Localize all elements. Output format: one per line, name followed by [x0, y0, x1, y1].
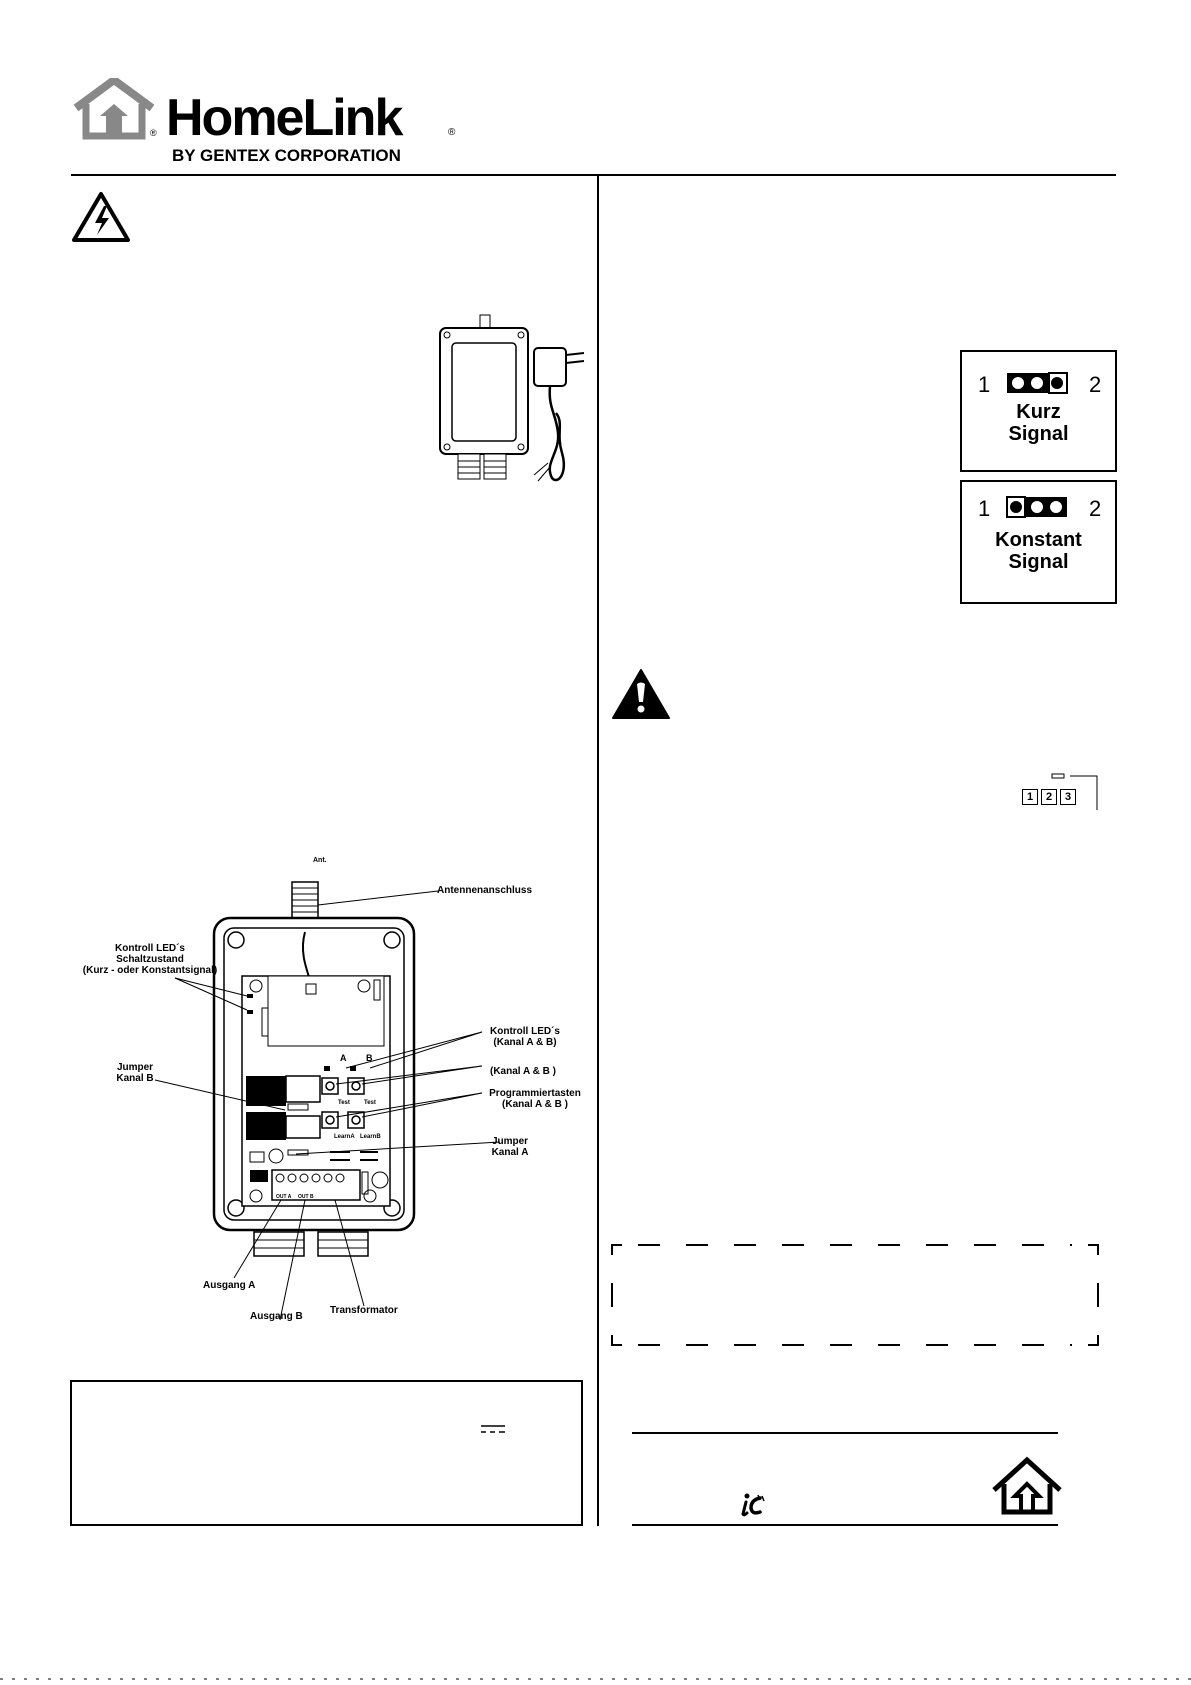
- receiver-enclosure-image: [439, 314, 585, 482]
- label-control-leds-2: Schaltzustand: [116, 954, 184, 965]
- key-1: 1: [1022, 789, 1038, 805]
- label-antenna: Antennenanschluss: [437, 885, 533, 896]
- jumper-title-1: Konstant: [995, 529, 1082, 551]
- label-control-leds-3: (Kurz - oder Konstantsignal): [82, 965, 218, 976]
- jumper-pin-left: 1: [978, 496, 991, 521]
- dc-symbol-icon: [481, 1425, 505, 1433]
- label-jumper-b-1: Jumper: [116, 1062, 154, 1073]
- label-prog-group: Programmiertasten (Kanal A & B ): [485, 1088, 585, 1110]
- label-kanal-ab: (Kanal A & B ): [490, 1066, 556, 1077]
- board-label-b: B: [366, 1053, 373, 1063]
- terminal-label-out-a: OUT A: [276, 1194, 292, 1200]
- board-label-a: A: [340, 1053, 347, 1063]
- label-control-leds-group: Kontroll LED´s Schaltzustand (Kurz - ode…: [80, 943, 220, 976]
- board-label-ant: Ant.: [313, 857, 327, 864]
- label-leds-ab-2: (Kanal A & B): [493, 1037, 557, 1048]
- jumper-title-1: Kurz: [1016, 401, 1061, 423]
- label-ausgang-b: Ausgang B: [250, 1311, 303, 1322]
- key-3: 3: [1060, 789, 1076, 805]
- jumper-pins-icon: [1006, 496, 1067, 518]
- label-transformator: Transformator: [330, 1305, 398, 1316]
- jumper-pin-left: 1: [978, 372, 991, 397]
- footer-rule-top: [632, 1432, 1058, 1434]
- circuit-board-diagram: [212, 881, 416, 1257]
- top-rule: [71, 174, 1116, 176]
- key-2: 2: [1041, 789, 1057, 805]
- board-label-test-a: Test: [338, 1100, 350, 1106]
- technical-data-box: [70, 1380, 583, 1526]
- jumper-title-2: Signal: [1008, 423, 1069, 445]
- board-label-learn-a: LearnA: [334, 1134, 355, 1140]
- registered-mark-2: ®: [448, 127, 456, 138]
- indicator-led-icon: [1051, 773, 1098, 810]
- label-jumper-b-2: Kanal B: [116, 1073, 154, 1084]
- jumper-title-2: Signal: [1008, 551, 1069, 573]
- label-jumper-a-group: Jumper Kanal A: [485, 1136, 535, 1158]
- high-voltage-warning-icon: [72, 192, 130, 242]
- homelink-logo: ® HomeLink ® BY GENTEX CORPORATION: [72, 78, 472, 168]
- jumper-setting-konstant: 1 2 Konstant Signal: [960, 480, 1117, 604]
- byline: BY GENTEX CORPORATION: [172, 146, 401, 165]
- board-label-test-b: Test: [364, 1100, 376, 1106]
- jumper-setting-kurz: 1 2 Kurz Signal: [960, 350, 1117, 472]
- board-label-learn-b: LearnB: [360, 1134, 381, 1140]
- label-leds-ab-group: Kontroll LED´s (Kanal A & B): [480, 1026, 570, 1048]
- house-outline-icon: [992, 1456, 1062, 1515]
- label-prog-1: Programmiertasten: [489, 1088, 581, 1099]
- house-arrow-icon: [73, 78, 155, 140]
- footer-rule-bottom: [632, 1524, 1058, 1526]
- label-jumper-a-1: Jumper: [491, 1136, 529, 1147]
- label-ausgang-a: Ausgang A: [203, 1280, 256, 1291]
- column-divider: [597, 176, 599, 1526]
- label-leds-ab-1: Kontroll LED´s: [490, 1026, 560, 1037]
- ic-mark-icon: [741, 1493, 765, 1517]
- brand-name: HomeLink: [166, 89, 403, 147]
- terminal-label-out-b: OUT B: [298, 1194, 314, 1200]
- label-jumper-b-group: Jumper Kanal B: [105, 1062, 165, 1084]
- jumper-pin-right: 2: [1089, 496, 1102, 521]
- dashed-cut-box: [611, 1244, 1099, 1346]
- label-prog-2: (Kanal A & B ): [502, 1099, 568, 1110]
- label-control-leds-1: Kontroll LED´s: [115, 943, 185, 954]
- page-bottom-marks: [0, 1678, 1191, 1680]
- registered-mark: ®: [150, 128, 157, 138]
- jumper-pin-right: 2: [1089, 372, 1102, 397]
- label-jumper-a-2: Kanal A: [491, 1147, 529, 1158]
- exclamation-warning-icon: [612, 669, 670, 719]
- jumper-pins-icon: [1007, 372, 1068, 394]
